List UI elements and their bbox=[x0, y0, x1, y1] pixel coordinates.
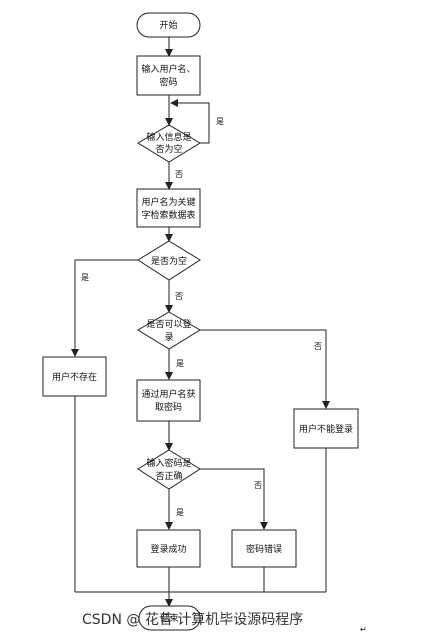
result-empty-decision: 是否为空 bbox=[137, 240, 201, 281]
check-empty-decision: 输入信息是 否为空 bbox=[137, 124, 201, 163]
password-check-yes-label: 是 bbox=[176, 508, 184, 517]
get-password-label-2: 取密码 bbox=[155, 401, 182, 413]
can-login-label-1: 是否可以登 bbox=[146, 319, 191, 330]
check-empty-no-label: 否 bbox=[175, 170, 183, 179]
get-password-label-1: 通过用户名获 bbox=[141, 388, 195, 400]
input-credentials-label-1: 输入用户名、 bbox=[141, 63, 195, 75]
check-empty-label-2: 否为空 bbox=[155, 143, 182, 155]
return-mark-icon: ↵ bbox=[360, 625, 367, 634]
password-check-label-2: 否正确 bbox=[155, 470, 182, 482]
user-not-exist-node: 用户不存在 bbox=[42, 356, 107, 397]
connectors bbox=[71, 37, 330, 607]
result-empty-label: 是否为空 bbox=[151, 255, 187, 267]
input-credentials-node: 输入用户名、 密码 bbox=[136, 55, 201, 96]
input-credentials-label-2: 密码 bbox=[159, 76, 177, 88]
can-login-label-2: 录 bbox=[164, 332, 173, 343]
result-empty-yes-label: 是 bbox=[81, 273, 89, 282]
password-check-decision: 输入密码是 否正确 bbox=[137, 449, 201, 490]
cannot-login-node: 用户不能登录 bbox=[293, 408, 359, 449]
get-password-node: 通过用户名获 取密码 bbox=[136, 379, 201, 422]
start-node: 开始 bbox=[136, 12, 201, 38]
password-error-node: 密码错误 bbox=[231, 529, 297, 568]
lookup-node: 用户名为关键 字检索数据表 bbox=[136, 188, 201, 228]
password-error-label: 密码错误 bbox=[246, 543, 282, 555]
login-success-node: 登录成功 bbox=[136, 529, 201, 568]
can-login-yes-label: 是 bbox=[176, 359, 184, 368]
check-empty-yes-label: 是 bbox=[216, 117, 224, 126]
password-check-no-label: 否 bbox=[254, 481, 262, 490]
lookup-label-2: 字检索数据表 bbox=[141, 209, 195, 221]
lookup-label-1: 用户名为关键 bbox=[141, 196, 195, 208]
start-label: 开始 bbox=[159, 19, 177, 31]
password-check-label-1: 输入密码是 bbox=[146, 457, 191, 469]
watermark: CSDN @ 花昔 计算机毕设源码程序 bbox=[82, 612, 303, 628]
end-node: 结束 bbox=[138, 605, 201, 631]
can-login-no-label: 否 bbox=[314, 342, 322, 351]
cannot-login-label: 用户不能登录 bbox=[299, 423, 353, 435]
login-success-label: 登录成功 bbox=[150, 543, 186, 555]
user-not-exist-label: 用户不存在 bbox=[52, 371, 97, 383]
check-empty-label-1: 输入信息是 bbox=[146, 131, 191, 143]
end-label: 结束 bbox=[160, 612, 178, 624]
result-empty-no-label: 否 bbox=[175, 292, 183, 301]
can-login-decision: 是否可以登 录 bbox=[137, 311, 201, 350]
